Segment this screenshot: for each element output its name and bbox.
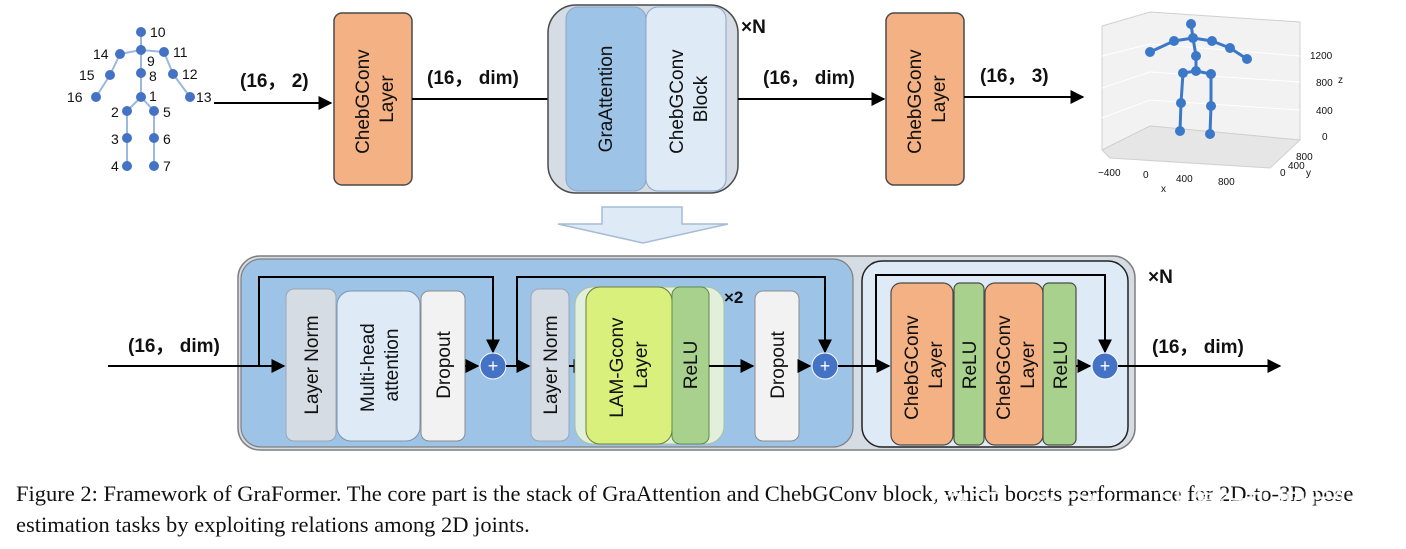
mha-label: Multi-head attention xyxy=(358,318,403,412)
relu-b-label: ReLU xyxy=(1051,341,1072,390)
outer-repeat-label: ×N xyxy=(1148,267,1173,288)
input-skeleton: 10 9 14 11 15 8 12 16 1 13 2 5 3 6 4 7 xyxy=(67,24,212,174)
multi-head-attention xyxy=(336,290,421,442)
z-tick-label: 800 xyxy=(1316,78,1333,89)
skip-connection-3 xyxy=(875,274,1112,366)
detail-output-shape-label: (16， dim) xyxy=(1152,337,1244,358)
joint-label: 13 xyxy=(196,89,212,105)
joint-label: 14 xyxy=(93,46,109,62)
x-tick-label: 400 xyxy=(1176,174,1193,185)
y-tick-label: 800 xyxy=(1296,152,1313,163)
graattention-label: GraAttention xyxy=(596,46,617,153)
add-3-symbol: + xyxy=(1100,356,1111,376)
chebgconv-layer-a xyxy=(890,282,954,446)
detail-input-shape-label: (16， dim) xyxy=(128,336,220,357)
last-chebgconv-layer xyxy=(885,12,965,186)
chebgconv-b-label: ChebGConv Layer xyxy=(994,310,1039,420)
z-tick-label: 0 xyxy=(1322,132,1328,143)
joint-label: 16 xyxy=(67,89,83,105)
joint-label: 8 xyxy=(149,68,157,84)
y-axis-label: y xyxy=(1306,168,1311,179)
dropout-2-label: Dropout xyxy=(768,330,789,398)
joint-label: 6 xyxy=(163,131,171,147)
after-block-shape-label: (16， dim) xyxy=(763,68,855,89)
relu-a xyxy=(953,282,985,446)
inner-repeat-label: ×2 xyxy=(724,288,743,307)
watermark: 知乎 @CVer计算机视觉 xyxy=(930,487,1348,531)
joint-label: 3 xyxy=(111,131,119,147)
skip-connection-2 xyxy=(516,276,832,366)
chebgconv-a-label: ChebGConv Layer xyxy=(902,310,947,420)
lam-gconv-label: LAM-Gconv Layer xyxy=(607,312,652,418)
joint-label: 15 xyxy=(79,67,95,83)
x-tick-label: −400 xyxy=(1098,168,1121,179)
last-layer-label: ChebGConv Layer xyxy=(905,44,950,154)
lam-gconv-layer xyxy=(585,286,673,445)
relu-a-label: ReLU xyxy=(960,341,981,390)
z-tick-label: 1200 xyxy=(1310,51,1333,62)
y-tick-label: 400 xyxy=(1288,161,1305,172)
joint-label: 5 xyxy=(163,104,171,120)
joint-label: 10 xyxy=(150,24,166,40)
joint-label: 11 xyxy=(173,44,188,60)
joint-label: 9 xyxy=(147,53,155,69)
chebgconv-block-box xyxy=(645,6,727,192)
dropout-1-label: Dropout xyxy=(434,330,455,398)
add-1-symbol: + xyxy=(488,356,499,376)
z-tick-label: 400 xyxy=(1316,106,1333,117)
relu-1-label: ReLU xyxy=(681,341,702,390)
layer-norm-2-label: Layer Norm xyxy=(541,315,562,414)
block-repeat-label: ×N xyxy=(741,17,766,38)
chebgconv-block-label: ChebGConv Block xyxy=(667,44,712,154)
joint-label: 1 xyxy=(149,88,157,104)
output-shape-label: (16， 3) xyxy=(980,66,1049,87)
y-tick-label: 0 xyxy=(1280,168,1286,179)
relu-b xyxy=(1042,282,1077,446)
x-axis-label: x xyxy=(1161,184,1166,195)
joint-label: 12 xyxy=(182,66,198,82)
first-layer-label: ChebGConv Layer xyxy=(353,44,398,154)
pose-3d-plot: 1200 800 400 0 z −400 0 400 800 x 0 400 … xyxy=(1098,11,1343,195)
x-tick-label: 0 xyxy=(1143,170,1149,181)
expand-arrow xyxy=(557,206,729,244)
layer-norm-1-label: Layer Norm xyxy=(302,315,323,414)
x-tick-label: 800 xyxy=(1218,177,1235,188)
skip-connection-1 xyxy=(258,276,500,366)
z-axis-label: z xyxy=(1338,75,1343,86)
input-shape-label: (16， 2) xyxy=(240,71,309,92)
joint-label: 7 xyxy=(163,158,171,174)
figure-caption: Figure 2: Framework of GraFormer. The co… xyxy=(16,481,1354,537)
joint-label: 2 xyxy=(111,104,119,120)
joint-label: 4 xyxy=(111,158,119,174)
after-first-shape-label: (16， dim) xyxy=(427,68,519,89)
add-2-symbol: + xyxy=(820,356,831,376)
layer-norm-1 xyxy=(285,288,337,442)
